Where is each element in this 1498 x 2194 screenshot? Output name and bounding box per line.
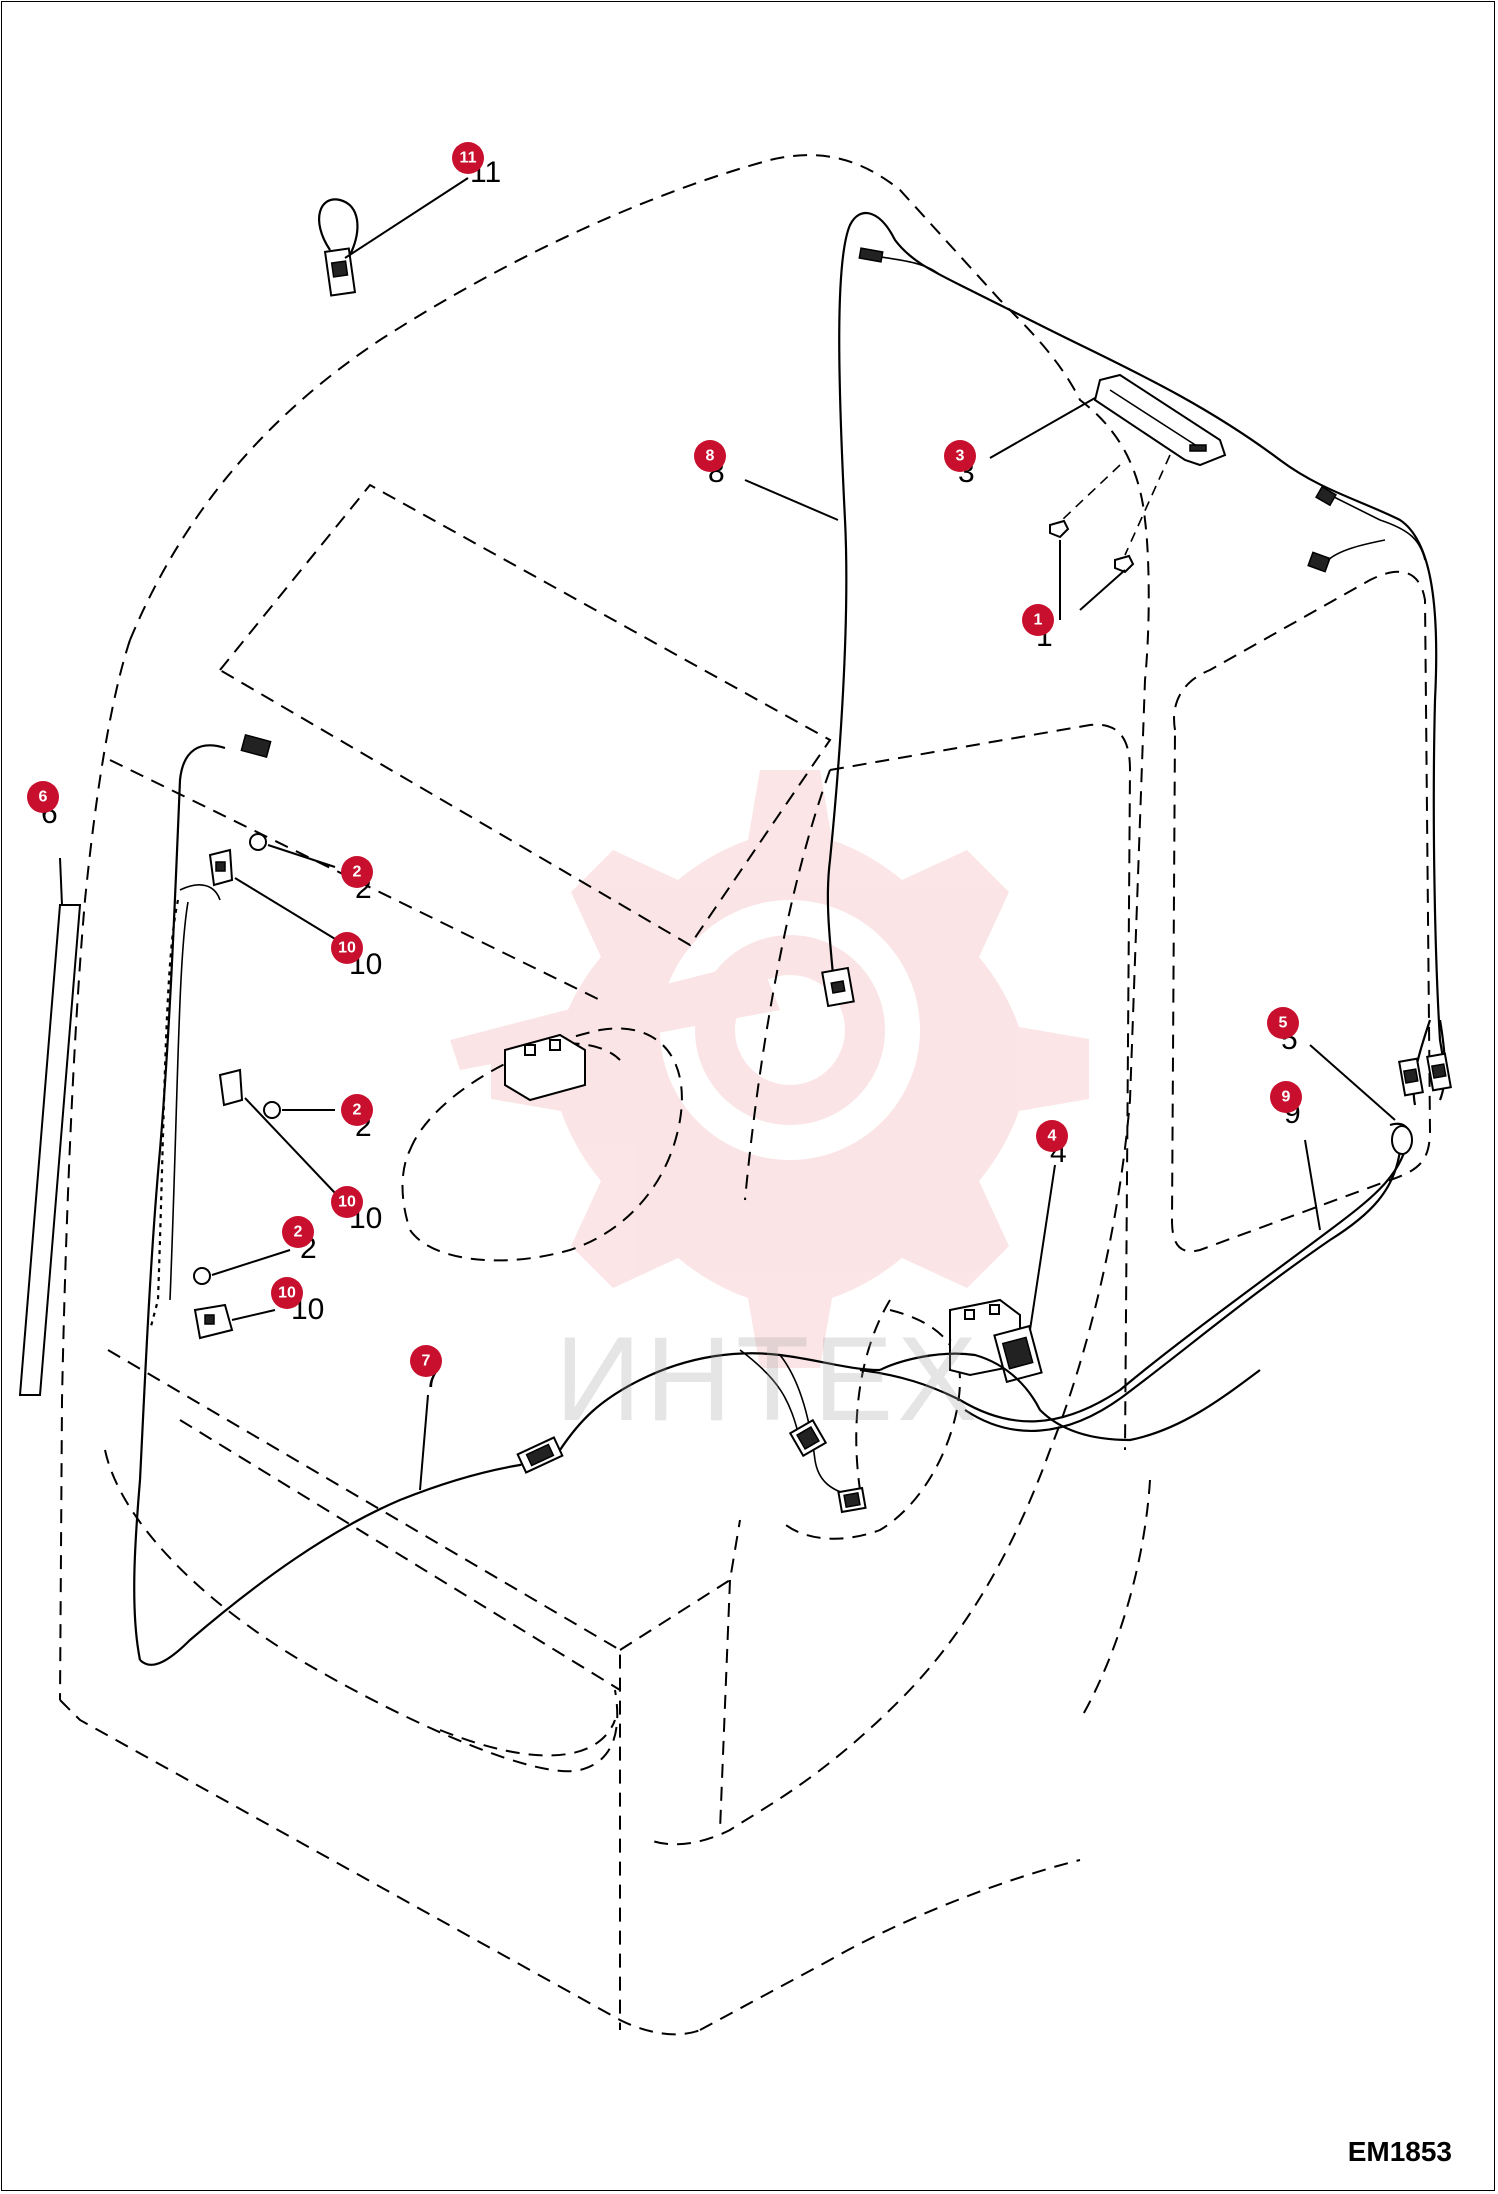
- clip-2-10-top: [208, 833, 267, 887]
- callout-number: 9: [1282, 1089, 1291, 1106]
- callout-number: 4: [1048, 1128, 1057, 1145]
- callout-number: 10: [338, 940, 356, 957]
- cab-outline: [59, 154, 1432, 2036]
- dome-light: [1093, 373, 1227, 467]
- callout-6[interactable]: 6 6: [27, 781, 59, 830]
- callout-number: 7: [422, 1353, 431, 1370]
- callout-number: 5: [1279, 1015, 1288, 1032]
- callout-number: 2: [353, 864, 362, 881]
- callout-number: 11: [460, 150, 477, 167]
- clip-2-10-bottom: [193, 1267, 234, 1340]
- leader-lines: [59, 177, 1396, 1491]
- callout-number: 8: [706, 448, 715, 465]
- callout-number: 10: [338, 1194, 356, 1211]
- callout-3[interactable]: 3 3: [944, 440, 976, 489]
- callout-10a[interactable]: 10 10: [331, 932, 382, 981]
- tag-part-11: [318, 198, 359, 297]
- harness-5-9: [859, 1019, 1452, 1432]
- callout-number: 10: [278, 1285, 296, 1302]
- coiled-cord: [148, 884, 221, 1331]
- callout-9[interactable]: 9 9: [1270, 1081, 1302, 1130]
- floor-harness-7: [133, 733, 1261, 1666]
- callout-2b[interactable]: 2 2: [341, 1094, 373, 1143]
- clip-2-10-middle: [218, 1068, 281, 1119]
- drawing-code: EM1853: [1347, 2136, 1452, 2167]
- callouts: 11 11 8 8 3 3 1 1 6 6 2 2: [27, 142, 1302, 1394]
- callout-number: 2: [294, 1224, 303, 1241]
- callout-11[interactable]: 11 11: [452, 142, 501, 189]
- callout-number: 1: [1034, 612, 1043, 629]
- callout-7[interactable]: 7 7: [410, 1345, 442, 1394]
- callout-2c[interactable]: 2 2: [282, 1216, 317, 1265]
- callout-10b[interactable]: 10 10: [331, 1186, 382, 1235]
- callout-5[interactable]: 5 5: [1267, 1007, 1299, 1056]
- callout-number: 6: [39, 789, 48, 806]
- callout-10c[interactable]: 10 10: [271, 1277, 324, 1326]
- callout-8[interactable]: 8 8: [694, 440, 726, 489]
- callout-1[interactable]: 1 1: [1022, 604, 1054, 653]
- switch-connector-4: [993, 1324, 1043, 1384]
- callout-4[interactable]: 4 4: [1036, 1120, 1068, 1169]
- seal-strip-6: [18, 904, 82, 1396]
- watermark-text: ИНТЕХ: [555, 1312, 982, 1446]
- callout-number: 3: [956, 448, 965, 465]
- callout-2a[interactable]: 2 2: [341, 856, 373, 905]
- screw-set-1: [1049, 454, 1171, 574]
- callout-number: 2: [353, 1102, 362, 1119]
- roof-harness-8: [821, 212, 1447, 1071]
